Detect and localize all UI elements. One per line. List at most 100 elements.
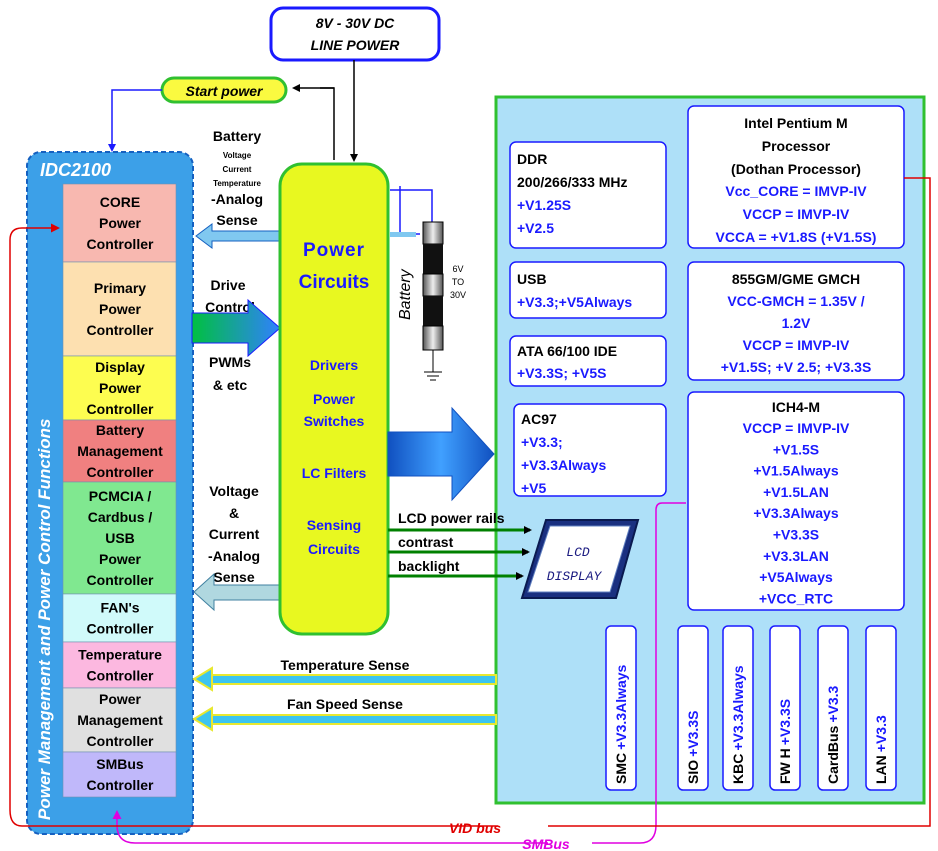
start-power-line bbox=[320, 87, 335, 160]
device-box-label: SIO+V3.3S bbox=[685, 711, 701, 784]
lcd-line2: DISPLAY bbox=[547, 569, 603, 584]
ich-title: ICH4-M bbox=[772, 399, 820, 415]
drive-control-arrow bbox=[191, 298, 281, 358]
controller-label: Controller bbox=[87, 621, 154, 637]
power-to-system-arrow bbox=[387, 406, 495, 502]
battery-component: Battery 6V TO 30V bbox=[390, 186, 466, 381]
controller-cell bbox=[62, 419, 177, 483]
smbus-label: SMBus bbox=[522, 836, 570, 851]
gmch-v4: +V1.5S; +V 2.5; +V3.3S bbox=[721, 359, 872, 375]
device-box-4 bbox=[817, 625, 849, 791]
lcd-signals: LCD power rails contrast backlight bbox=[388, 510, 532, 580]
gmch-v3: VCCP = IMVP-IV bbox=[743, 337, 850, 353]
device-name: KBC bbox=[730, 754, 746, 784]
sensing-label1: Sensing bbox=[307, 517, 361, 533]
controller-label: Controller bbox=[87, 733, 154, 749]
line-power-box: 8V - 30V DC LINE POWER bbox=[269, 6, 441, 62]
power-circuits-title1: Power bbox=[303, 240, 365, 261]
cpu-l1: Intel Pentium M bbox=[744, 115, 847, 131]
lc-filters-label: LC Filters bbox=[302, 465, 367, 481]
sense-arrow-top bbox=[195, 223, 281, 249]
controller-label: Controller bbox=[87, 322, 154, 338]
voltage-label: Voltage bbox=[209, 483, 259, 499]
controller-label: Power bbox=[99, 380, 142, 396]
lcd-backlight-label: backlight bbox=[398, 558, 460, 574]
ac97-v1: +V3.3; bbox=[521, 434, 563, 450]
gmch-title: 855GM/GME GMCH bbox=[732, 271, 860, 287]
controller-cell bbox=[62, 687, 177, 753]
cpu-v2: VCCP = IMVP-IV bbox=[743, 206, 850, 222]
device-box-label: CardBus+V3.3 bbox=[825, 685, 841, 784]
controller-label: Power bbox=[99, 551, 142, 567]
ich-voltage-list: VCCP = IMVP-IV+V1.5S+V1.5Always+V1.5LAN+… bbox=[743, 420, 850, 606]
device-box-label: SMC+V3.3Always bbox=[613, 664, 629, 784]
controller-label: Power bbox=[99, 301, 142, 317]
controller-label: USB bbox=[105, 530, 135, 546]
device-name: LAN bbox=[873, 755, 889, 784]
gmch-v2: 1.2V bbox=[782, 315, 811, 331]
device-voltage: +V3.3S bbox=[777, 699, 793, 745]
controller-label: Controller bbox=[87, 464, 154, 480]
lcd-line1: LCD bbox=[566, 545, 590, 560]
temperature-sense-label: Temperature Sense bbox=[281, 657, 410, 673]
etc-label: & etc bbox=[213, 377, 247, 393]
device-voltage: +V3.3Always bbox=[730, 665, 746, 750]
sense-2: Sense bbox=[213, 569, 254, 585]
controller-label: Controller bbox=[87, 777, 154, 793]
device-box-5 bbox=[865, 625, 897, 791]
ac97-title: AC97 bbox=[521, 411, 557, 427]
controller-label: Power bbox=[99, 691, 142, 707]
ich-voltage: +V1.5S bbox=[773, 441, 819, 457]
controller-cell bbox=[62, 183, 177, 263]
controller-label: Management bbox=[77, 712, 163, 728]
controller-cell bbox=[62, 751, 177, 798]
device-box-2 bbox=[722, 625, 754, 791]
gmch-box: 855GM/GME GMCH VCC-GMCH = 1.35V / 1.2V V… bbox=[687, 261, 905, 381]
device-voltage: +V3.3S bbox=[685, 711, 701, 757]
smbus-wire-ich bbox=[592, 502, 686, 844]
device-box-label: LAN +V3.3 bbox=[873, 715, 889, 784]
device-box-3 bbox=[769, 625, 801, 791]
vertical-device-boxes: SMC+V3.3AlwaysSIO+V3.3SKBC+V3.3AlwaysFW … bbox=[605, 625, 897, 791]
controller-label: CORE bbox=[100, 194, 140, 210]
usb-title: USB bbox=[517, 271, 547, 287]
ich-voltage: VCCP = IMVP-IV bbox=[743, 420, 850, 436]
ddr-v2: +V2.5 bbox=[517, 220, 554, 236]
controller-label: Power bbox=[99, 215, 142, 231]
ddr-v1: +V1.25S bbox=[517, 197, 571, 213]
ata-title: ATA 66/100 IDE bbox=[517, 343, 617, 359]
sensing-label2: Circuits bbox=[308, 541, 360, 557]
lcd-contrast-label: contrast bbox=[398, 534, 454, 550]
cpu-v1: Vcc_CORE = IMVP-IV bbox=[725, 183, 867, 199]
ich4m-box: ICH4-M VCCP = IMVP-IV+V1.5S+V1.5Always+V… bbox=[687, 391, 905, 611]
controller-label: Battery bbox=[96, 422, 144, 438]
current-label: Current bbox=[209, 526, 260, 542]
battery-v1: 6V bbox=[452, 264, 463, 274]
switches-label2: Switches bbox=[304, 413, 365, 429]
cpu-l3: (Dothan Processor) bbox=[731, 161, 861, 177]
fan-sense-line: Fan Speed Sense bbox=[192, 696, 497, 732]
gmch-v1: VCC-GMCH = 1.35V / bbox=[727, 293, 864, 309]
usb-v1: +V3.3;+V5Always bbox=[517, 294, 632, 310]
device-voltage: +V3.3 bbox=[873, 715, 889, 752]
vid-bus-wire-cpu bbox=[548, 177, 931, 827]
ddr-title: DDR bbox=[517, 151, 547, 167]
battery-v3: 30V bbox=[450, 290, 466, 300]
ata-box: ATA 66/100 IDE +V3.3S; +V5S bbox=[509, 335, 667, 387]
device-voltage: +V3.3 bbox=[825, 685, 841, 722]
fan-sense-label: Fan Speed Sense bbox=[287, 696, 403, 712]
device-box-0 bbox=[605, 625, 637, 791]
ich-voltage: +V3.3Always bbox=[753, 505, 838, 521]
controller-label: Controller bbox=[87, 572, 154, 588]
controller-label: SMBus bbox=[96, 756, 144, 772]
switches-label1: Power bbox=[313, 391, 356, 407]
controller-cell bbox=[62, 481, 177, 595]
cpu-box: Intel Pentium M Processor (Dothan Proces… bbox=[687, 105, 905, 249]
ata-v1: +V3.3S; +V5S bbox=[517, 365, 607, 381]
controller-stack: COREPowerControllerPrimaryPowerControlle… bbox=[62, 183, 177, 798]
cpu-v3: VCCA = +V1.8S (+V1.5S) bbox=[716, 229, 877, 245]
idc-side-label: Power Management and Power Control Funct… bbox=[35, 419, 54, 820]
ich-voltage: +V3.3S bbox=[773, 527, 819, 543]
current-small: Current bbox=[223, 165, 252, 174]
